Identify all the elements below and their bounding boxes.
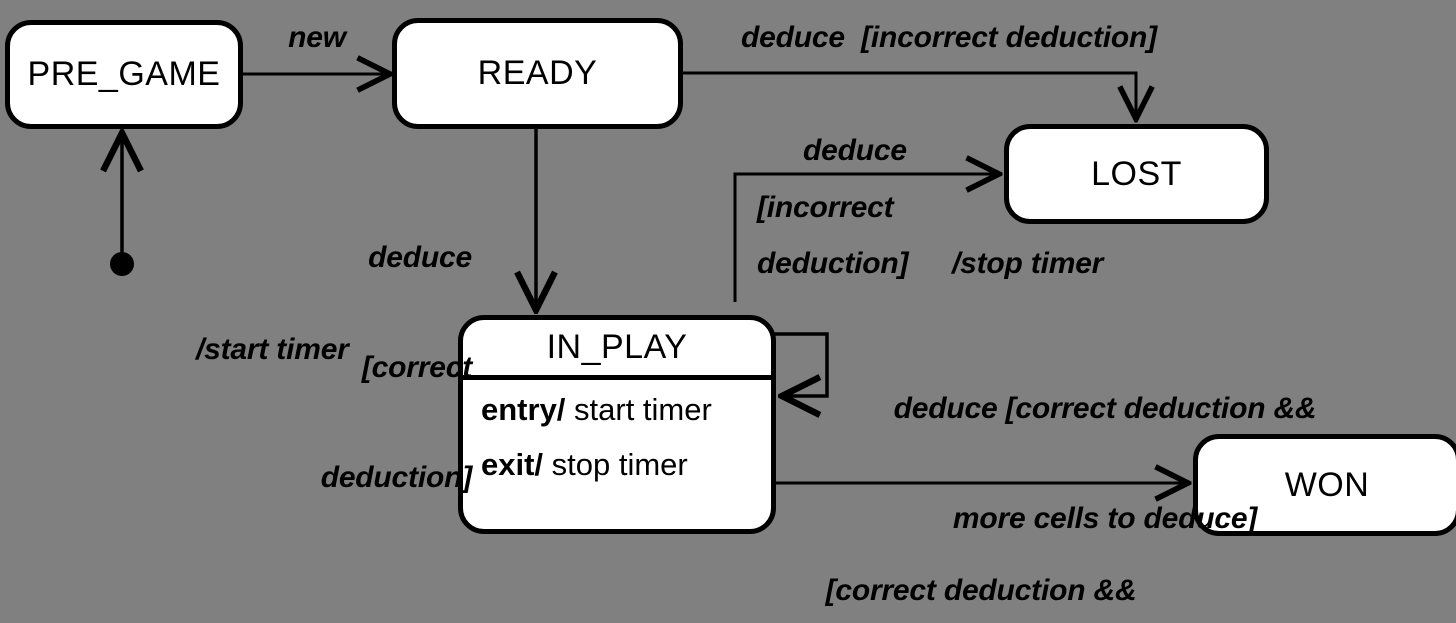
transition-line-in-play-self [772, 332, 829, 396]
entry-action-text: start timer [565, 392, 712, 427]
state-ready[interactable]: READY [392, 18, 683, 129]
state-lost[interactable]: LOST [1004, 124, 1269, 224]
state-in-play-entry-action: entry/ start timer [481, 392, 771, 427]
state-in-play[interactable]: IN_PLAY entry/ start timer exit/ stop ti… [458, 315, 776, 534]
transition-line-ready-to-lost [683, 71, 1136, 119]
transition-line-in-play-to-lost [733, 174, 999, 302]
state-in-play-exit-action: exit/ stop timer [481, 446, 771, 482]
transition-label-in-play-to-won: [correct deduction && no more cells to d… [771, 500, 1191, 623]
state-in-play-body-compartment: entry/ start timer exit/ stop timer [463, 380, 771, 481]
transition-label-in-play-to-lost-effect: /stop timer [952, 247, 1104, 280]
state-won-label: WON [1284, 465, 1370, 504]
initial-pseudostate [110, 252, 134, 276]
transition-label-ready-to-in-play-line-1: deduce [368, 241, 472, 275]
transition-label-ready-to-in-play-effect: /start timer [196, 333, 349, 366]
transition-label-in-play-self-line-2: more cells to deduce] [952, 501, 1258, 535]
entry-keyword: entry/ [481, 392, 566, 427]
transition-label-ready-to-in-play-line-3: deduction] [320, 460, 473, 494]
exit-action-text: stop timer [543, 446, 688, 482]
state-pre-game-label: PRE_GAME [27, 55, 221, 93]
transition-label-ready-to-in-play: deduce [correct deduction] [240, 167, 473, 570]
state-in-play-label: IN_PLAY [546, 328, 688, 366]
transition-label-pre-game-to-ready: new [288, 21, 346, 54]
transition-label-ready-to-lost: deduce [incorrect deduction] [741, 21, 1157, 54]
state-in-play-title-compartment: IN_PLAY [463, 320, 771, 380]
transition-label-in-play-to-lost-line-3: deduction] [757, 247, 909, 280]
state-lost-label: LOST [1091, 154, 1182, 193]
exit-keyword: exit/ [481, 446, 544, 482]
transition-label-in-play-self: deduce [correct deduction && more cells … [850, 318, 1360, 611]
transition-label-ready-to-in-play-line-2: [correct [361, 350, 472, 384]
transition-label-in-play-to-lost-line-2: [incorrect [757, 191, 894, 224]
transition-label-in-play-to-won-line-1: [correct deduction && [825, 574, 1137, 608]
state-won[interactable]: WON [1193, 434, 1456, 536]
transition-label-in-play-self-line-1: deduce [correct deduction && [893, 392, 1317, 426]
state-pre-game[interactable]: PRE_GAME [5, 20, 243, 129]
transition-label-in-play-to-lost-line-1: deduce [803, 134, 907, 167]
state-ready-label: READY [477, 54, 598, 92]
